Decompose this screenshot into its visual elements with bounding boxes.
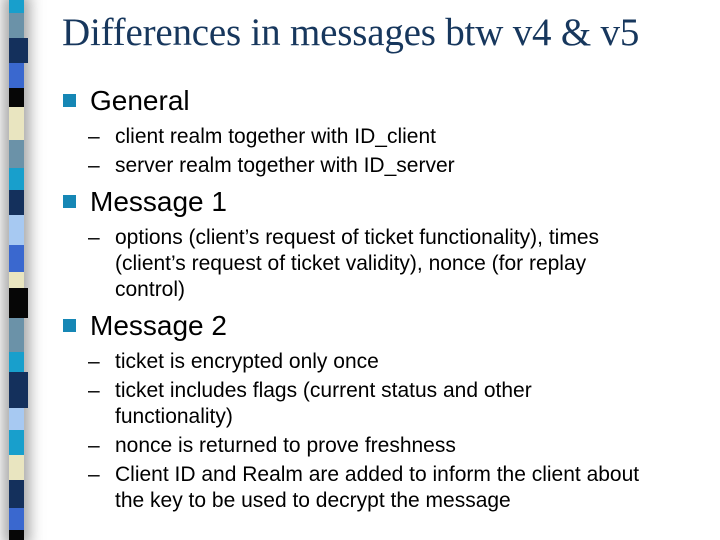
slide-body: General–client realm together with ID_cl… — [62, 84, 706, 517]
dash-bullet-icon: – — [88, 379, 100, 402]
sub-bullet: –nonce is returned to prove freshness — [62, 433, 652, 459]
strip-square — [9, 140, 24, 168]
sub-bullet-text: ticket is encrypted only once — [115, 350, 379, 373]
left-border-strip — [9, 0, 28, 540]
dash-bullet-icon: – — [88, 350, 100, 373]
strip-square — [9, 245, 24, 272]
square-bullet-icon — [63, 195, 76, 208]
strip-square — [9, 372, 28, 408]
strip-square — [9, 13, 24, 38]
dash-bullet-icon: – — [88, 434, 100, 457]
strip-square — [9, 408, 24, 430]
strip-square — [9, 508, 24, 530]
strip-square — [9, 455, 24, 480]
section-heading-row: Message 2 — [62, 309, 706, 343]
square-bullet-icon — [63, 94, 76, 107]
sub-bullet-text: client realm together with ID_client — [115, 125, 436, 148]
strip-square — [9, 168, 24, 190]
sub-bullet: –client realm together with ID_client — [62, 124, 652, 150]
strip-square — [9, 215, 24, 245]
strip-square — [9, 530, 24, 540]
section-heading: Message 2 — [90, 310, 227, 341]
strip-square — [9, 38, 28, 63]
dash-bullet-icon: – — [88, 226, 100, 249]
square-bullet-icon — [63, 319, 76, 332]
section-heading-row: General — [62, 84, 706, 118]
sub-bullet: –options (client’s request of ticket fun… — [62, 225, 652, 303]
strip-square — [9, 190, 24, 215]
strip-square — [9, 88, 24, 107]
dash-bullet-icon: – — [88, 154, 100, 177]
strip-square — [9, 480, 24, 508]
strip-square — [9, 318, 24, 352]
sub-bullet-text: nonce is returned to prove freshness — [115, 434, 456, 457]
sub-bullet-text: Client ID and Realm are added to inform … — [115, 463, 640, 512]
sub-bullet-text: server realm together with ID_server — [115, 154, 455, 177]
sub-bullet-text: ticket includes flags (current status an… — [115, 379, 532, 428]
section-heading: Message 1 — [90, 186, 227, 217]
slide-title: Differences in messages btw v4 & v5 — [62, 11, 640, 54]
sub-bullet-text: options (client’s request of ticket func… — [115, 226, 599, 301]
strip-square — [9, 288, 28, 318]
strip-square — [9, 430, 24, 455]
section-heading-row: Message 1 — [62, 185, 706, 219]
strip-square — [9, 107, 24, 140]
sub-bullet: –ticket includes flags (current status a… — [62, 378, 652, 430]
strip-square — [9, 272, 24, 288]
section-heading: General — [90, 85, 190, 116]
strip-square — [9, 63, 24, 88]
sub-bullet: –ticket is encrypted only once — [62, 349, 652, 375]
dash-bullet-icon: – — [88, 463, 100, 486]
strip-square — [9, 352, 24, 372]
dash-bullet-icon: – — [88, 125, 100, 148]
sub-bullet: –Client ID and Realm are added to inform… — [62, 462, 652, 514]
strip-square — [9, 0, 24, 13]
sub-bullet: –server realm together with ID_server — [62, 153, 652, 179]
